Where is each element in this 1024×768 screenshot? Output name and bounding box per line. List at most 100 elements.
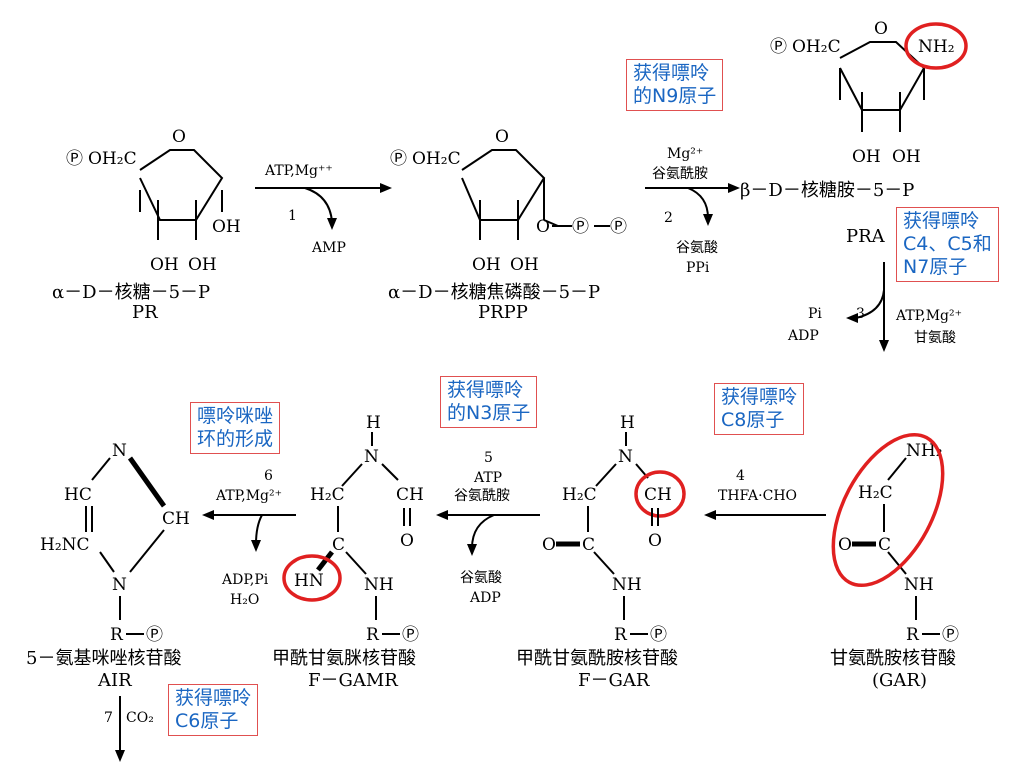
step4-donor: THFA·CHO: [718, 488, 797, 504]
note-c8: 获得嘌呤 C8原子: [714, 383, 805, 435]
pr-oh-3: OH: [188, 255, 217, 275]
pra-abbr: PRA: [846, 226, 886, 247]
fgar-h: H: [620, 413, 635, 433]
gar-nh2: NH₂: [906, 441, 943, 461]
gar-h2c: H₂C: [858, 483, 893, 503]
pra-oh-2: OH: [892, 147, 921, 167]
pra-oh2c: OH₂C: [792, 37, 841, 57]
step1-product: AMP: [311, 240, 346, 256]
prpp-name: α－D－核糖焦磷酸－5－P: [388, 282, 600, 303]
pr-oh2c: OH₂C: [88, 149, 137, 169]
step1-num: 1: [288, 208, 297, 224]
air-ch: CH: [162, 509, 190, 529]
gar-c: C: [878, 535, 891, 555]
prpp-oh-2: OH: [510, 255, 539, 275]
fgar-h2c: H₂C: [562, 485, 597, 505]
step3-out1: Pi: [808, 306, 822, 322]
prpp-oh2c: OH₂C: [412, 149, 461, 169]
air-abbr: AIR: [97, 670, 132, 691]
gar-o: O: [838, 535, 852, 555]
step2-cofactor: Mg²⁺: [667, 146, 703, 162]
step3-out2: ADP: [787, 328, 819, 344]
pr-name: α－D－核糖－5－P: [52, 282, 210, 303]
air-n-bottom: N: [112, 575, 127, 595]
step5-out2: ADP: [469, 590, 501, 606]
gar-p: Ⓟ: [942, 625, 959, 645]
fgar-nh: NH: [612, 575, 642, 595]
fgar-r: R: [614, 625, 628, 645]
air-name: 5－氨基咪唑核苷酸: [26, 648, 181, 669]
fgamr-ch: CH: [396, 485, 424, 505]
pra-structure: Ⓟ OH₂C O NH₂ OH OH β－D－核糖胺－5－P PRA: [740, 19, 968, 247]
step5-num: 5: [484, 450, 493, 466]
note-n9: 获得嘌呤 的N9原子: [626, 59, 724, 111]
fgamr-p: Ⓟ: [402, 625, 419, 645]
prpp-p2: Ⓟ: [610, 217, 627, 237]
fgamr-r: R: [366, 625, 380, 645]
fgamr-hn: HN: [294, 571, 324, 591]
note-imidazole-ring: 嘌呤咪唑 环的形成: [190, 402, 281, 454]
pr-ring-o: O: [172, 127, 186, 147]
pr-abbr: PR: [132, 302, 158, 323]
fgar-o: O: [542, 535, 556, 555]
pr-ring: [139, 149, 224, 221]
gar-nh: NH: [904, 575, 934, 595]
step6-reagent: ATP,Mg²⁺: [215, 488, 282, 504]
step6-out1: ADP,Pi: [221, 572, 269, 588]
glycine-highlight: [831, 432, 945, 588]
pr-structure: Ⓟ OH₂C O OH OH OH α－D－核糖－5－P PR: [52, 127, 241, 323]
step6-out2: H₂O: [230, 592, 259, 608]
step-1-arrow: ATP,Mg⁺⁺ 1 AMP: [255, 163, 392, 256]
fgamr-n: N: [364, 447, 379, 467]
prpp-o: O: [536, 217, 550, 237]
step5-top1: ATP: [473, 470, 502, 486]
fgar-o2: O: [648, 531, 662, 551]
pra-oh-1: OH: [852, 147, 881, 167]
prpp-p1: Ⓟ: [572, 217, 589, 237]
step4-num: 4: [736, 468, 745, 484]
pra-name: β－D－核糖胺－5－P: [740, 180, 914, 201]
fgamr-name: 甲酰甘氨脒核苷酸: [272, 648, 416, 669]
fgamr-structure: H N H₂C CH O C HN NH R Ⓟ 甲酰甘氨脒核苷酸 F－GAMR: [272, 413, 424, 691]
step-5-arrow: 5 ATP 谷氨酰胺 谷氨酸 ADP: [436, 450, 540, 606]
pr-oh-1: OH: [212, 217, 241, 237]
fgar-abbr: F－GAR: [578, 670, 650, 691]
step5-top2: 谷氨酰胺: [454, 488, 510, 504]
step2-out1: 谷氨酸: [676, 240, 718, 256]
step1-reagent: ATP,Mg⁺⁺: [264, 163, 333, 179]
prpp-abbr: PRPP: [478, 302, 528, 323]
fgar-name: 甲酰甘氨酰胺核苷酸: [516, 648, 678, 669]
step2-num: 2: [664, 210, 673, 226]
pra-nh2: NH₂: [918, 37, 955, 57]
gar-abbr: (GAR): [872, 670, 927, 691]
step-4-arrow: 4 THFA·CHO: [704, 468, 826, 520]
pr-oh-2: OH: [150, 255, 179, 275]
step7-out: CO₂: [126, 710, 154, 726]
note-c6: 获得嘌呤 C6原子: [168, 684, 259, 736]
fgar-n: N: [618, 447, 633, 467]
formyl-highlight: [634, 470, 686, 518]
fgamr-o: O: [400, 531, 414, 551]
step6-num: 6: [264, 468, 273, 484]
step2-donor: 谷氨酰胺: [652, 166, 708, 182]
air-r: R: [110, 625, 124, 645]
step7-num: 7: [104, 710, 113, 726]
step3-in1: ATP,Mg²⁺: [895, 308, 962, 324]
pra-ring-o: O: [874, 19, 888, 39]
air-structure: N HC CH H₂NC N R Ⓟ 5－氨基咪唑核苷酸 AIR: [26, 441, 190, 691]
air-h2nc: H₂NC: [40, 535, 90, 555]
pra-ring: [839, 41, 926, 111]
fgamr-abbr: F－GAMR: [308, 670, 398, 691]
step2-out2: PPi: [686, 260, 710, 276]
step-6-arrow: 6 ATP,Mg²⁺ ADP,Pi H₂O: [202, 468, 296, 608]
step-7-arrow: 7 CO₂: [104, 696, 154, 762]
fgamr-c: C: [332, 535, 345, 555]
prpp-oh-1: OH: [472, 255, 501, 275]
gar-r: R: [906, 625, 920, 645]
air-n-top: N: [112, 441, 127, 461]
fgar-p: Ⓟ: [650, 625, 667, 645]
step3-in2: 甘氨酸: [914, 330, 956, 346]
prpp-structure: Ⓟ OH₂C O O Ⓟ Ⓟ OH OH α－D－核糖焦磷酸－5－P PRPP: [388, 127, 627, 323]
